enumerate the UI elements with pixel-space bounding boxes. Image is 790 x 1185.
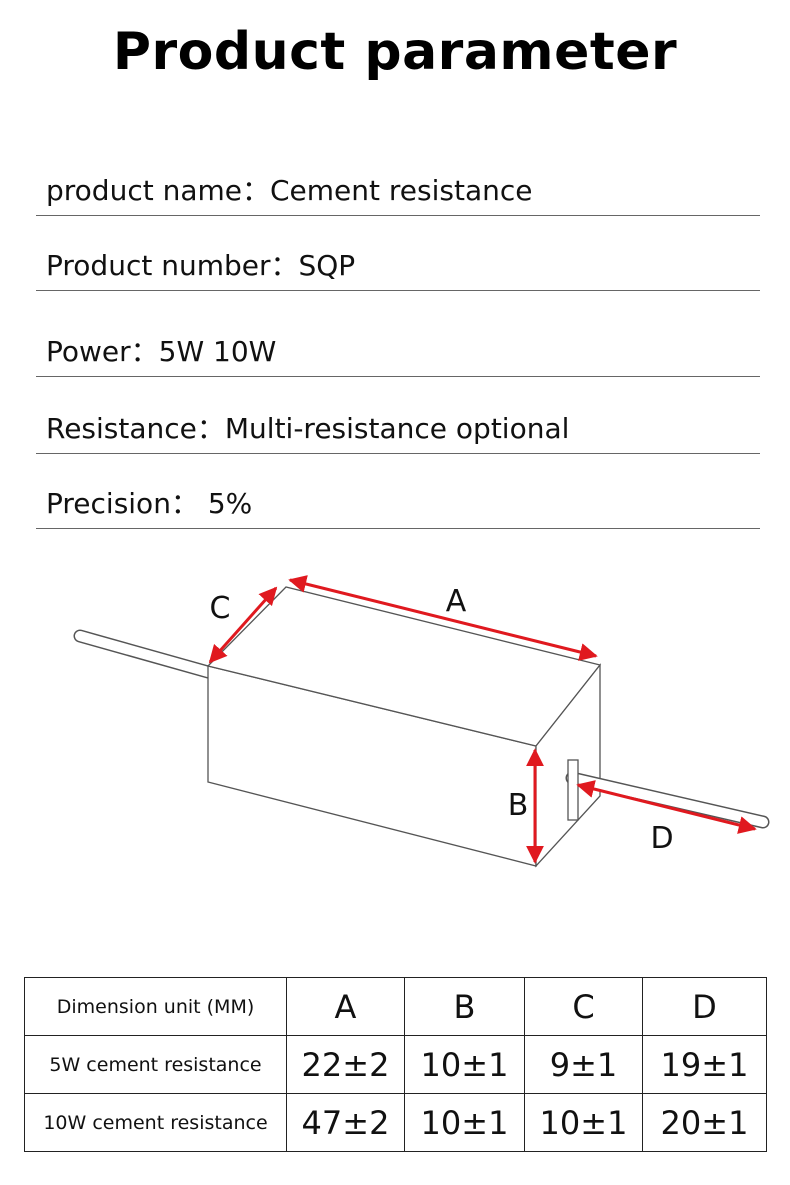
dimension-label-b: B bbox=[508, 788, 529, 823]
param-product-number-text: Product number：SQP bbox=[46, 249, 356, 282]
param-precision: Precision： 5% bbox=[36, 487, 760, 529]
table-row: 10W cement resistance 47±2 10±1 10±1 20±… bbox=[24, 1093, 767, 1152]
table-cell: 5W cement resistance bbox=[24, 1035, 287, 1094]
dimension-arrow-a bbox=[288, 575, 598, 661]
table-header-cell: C bbox=[524, 977, 643, 1036]
dimension-arrow-c bbox=[208, 586, 278, 664]
page-title: Product parameter bbox=[112, 22, 678, 82]
param-resistance-text: Resistance：Multi-resistance optional bbox=[46, 412, 570, 445]
param-product-name: product name：Cement resistance bbox=[36, 174, 760, 216]
table-cell: 22±2 bbox=[286, 1035, 405, 1094]
resistor-body bbox=[206, 586, 602, 868]
table-header-cell: B bbox=[404, 977, 525, 1036]
table-header-row: Dimension unit (MM) A B C D bbox=[24, 977, 767, 1036]
dimension-label-c: C bbox=[210, 591, 231, 626]
table-cell: 10±1 bbox=[404, 1093, 525, 1152]
param-power-text: Power：5W 10W bbox=[46, 335, 277, 368]
dimension-label-a: A bbox=[446, 584, 467, 619]
table-cell: 9±1 bbox=[524, 1035, 643, 1094]
table-cell: 10W cement resistance bbox=[24, 1093, 287, 1152]
table-cell: 47±2 bbox=[286, 1093, 405, 1152]
dimension-label-d: D bbox=[650, 821, 673, 856]
param-product-number: Product number：SQP bbox=[36, 249, 760, 291]
table-cell: 20±1 bbox=[642, 1093, 767, 1152]
dimension-table: Dimension unit (MM) A B C D 5W cement re… bbox=[24, 977, 767, 1152]
table-header-cell: D bbox=[642, 977, 767, 1036]
table-header-cell: Dimension unit (MM) bbox=[24, 977, 287, 1036]
left-lead-wire bbox=[73, 629, 215, 679]
dimension-arrow-d bbox=[576, 780, 757, 834]
param-resistance: Resistance：Multi-resistance optional bbox=[36, 412, 760, 454]
table-cell: 19±1 bbox=[642, 1035, 767, 1094]
resistor-dimension-diagram: A C B D bbox=[73, 575, 770, 868]
table-header-cell: A bbox=[286, 977, 405, 1036]
table-row: 5W cement resistance 22±2 10±1 9±1 19±1 bbox=[24, 1035, 767, 1094]
param-product-name-text: product name：Cement resistance bbox=[46, 174, 533, 207]
table-cell: 10±1 bbox=[524, 1093, 643, 1152]
table-cell: 10±1 bbox=[404, 1035, 525, 1094]
param-precision-text: Precision： 5% bbox=[46, 487, 253, 520]
param-power: Power：5W 10W bbox=[36, 335, 760, 377]
